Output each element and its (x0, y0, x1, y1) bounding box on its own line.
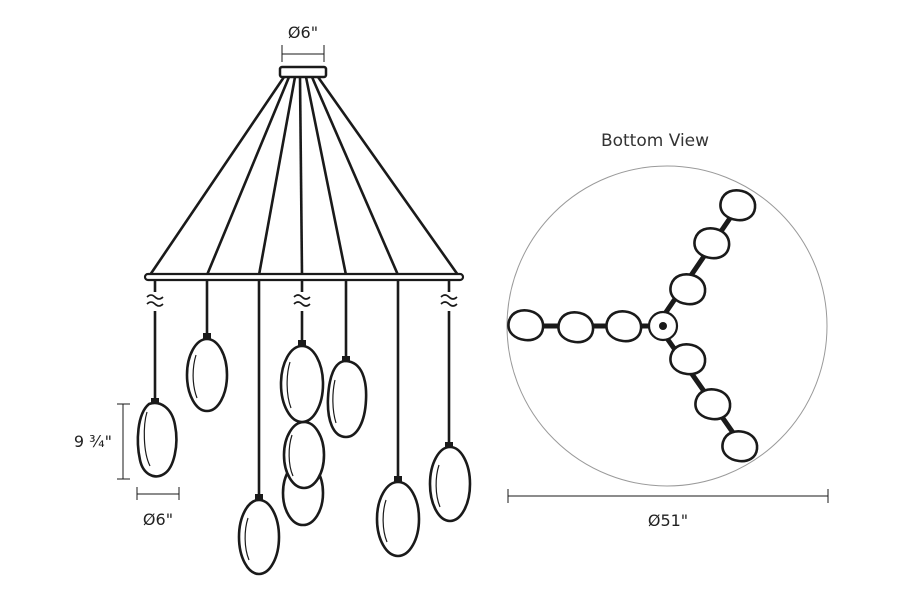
canopy-dimension: Ø6" (281, 23, 325, 62)
canopy (278, 65, 328, 79)
pendant-oval (185, 333, 229, 413)
pendant-oval (428, 442, 472, 523)
overall-diameter-label: Ø51" (648, 511, 688, 530)
break-symbol (146, 294, 164, 307)
canopy-diameter-label: Ø6" (288, 23, 318, 42)
pendant-diameter-label: Ø6" (143, 510, 173, 529)
bottom-view-outline-circle (506, 165, 828, 487)
ring-bar (143, 272, 465, 282)
overall-diameter-dimension: Ø51" (507, 489, 829, 530)
pendant-irregular (136, 398, 178, 478)
pendant-stacked-cluster (279, 340, 326, 527)
break-symbol (293, 294, 311, 307)
pendant-height-label: 9 ¾" (74, 432, 112, 451)
pendant-oval (237, 494, 281, 576)
pendant-diameter-dimension: Ø6" (136, 487, 180, 529)
pendant-oval (375, 476, 421, 558)
pendant-height-dimension: 9 ¾" (74, 403, 130, 480)
bottom-view: Bottom View (506, 131, 829, 530)
bottom-view-hub-center (659, 322, 667, 330)
length-break-symbols (146, 294, 458, 307)
drop-cords (153, 280, 451, 494)
front-view: Ø6" (74, 23, 472, 576)
pendant-oval (326, 356, 368, 439)
pendants (136, 333, 472, 576)
break-symbol (440, 294, 458, 307)
suspension-cables (148, 76, 460, 276)
bottom-view-title: Bottom View (601, 131, 709, 151)
